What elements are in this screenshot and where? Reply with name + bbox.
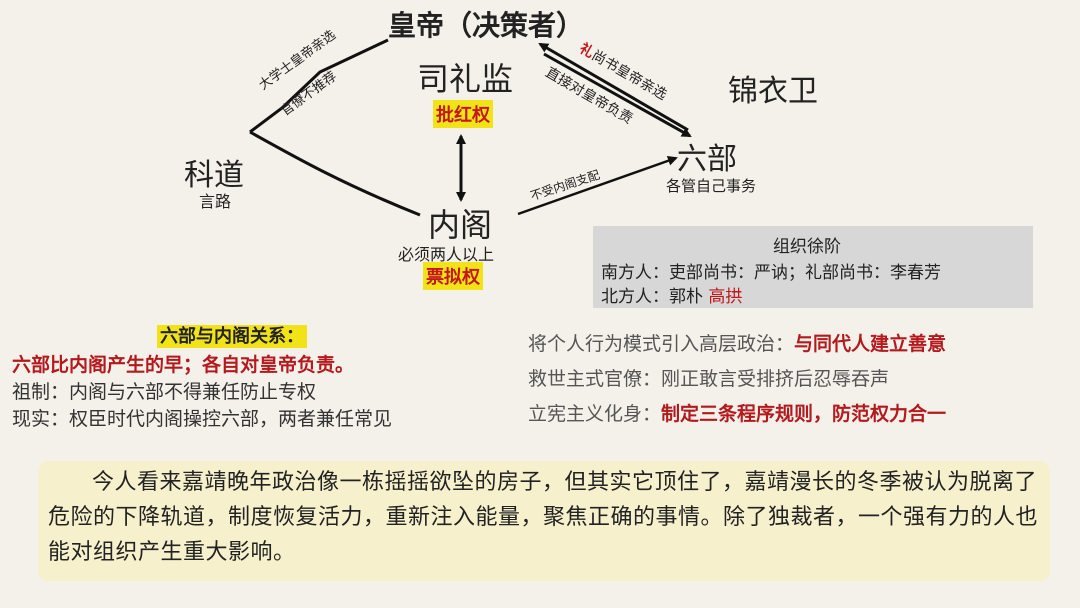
ranks-north: 北方人：郭朴 高拱 [601,282,742,307]
ranks-south: 南方人：吏部尚书：严讷；礼部尚书：李春芳 [601,263,941,283]
ranks-title: 组织徐阶 [773,237,841,257]
right-notes-line1: 将个人行为模式引入高层政治：与同代人建立善意 [528,329,946,356]
kedao-sub: 言路 [199,192,232,211]
right-notes-line3-value: 制定三条程序规则，防范权力合一 [661,403,947,425]
left-notes-line3: 现实：权臣时代内阁操控六部，两者兼任常见 [12,408,393,430]
jinyiwei-node: 锦衣卫 [728,74,818,109]
emperor-node: 皇帝（决策者） [388,9,585,42]
right-notes-line3-label: 立宪主义化身： [528,403,662,425]
left-notes-line1: 六部比内阁产生的早；各自对皇帝负责。 [12,354,355,376]
right-notes-line1-label: 将个人行为模式引入高层政治： [528,333,795,355]
right-notes-line1-value: 与同代人建立善意 [794,333,947,355]
edge-emperor-liubu-a [538,42,689,132]
silijian-power-badge: 批红权 [433,100,493,128]
edge-kedao-neige [249,130,421,217]
neige-sub: 必须两人以上 [398,245,495,264]
silijian-node: 司礼监 [417,60,514,98]
liubu-sub: 各管自己事务 [666,177,757,195]
right-notes-line3: 立宪主义化身：制定三条程序规则，防范权力合一 [528,399,946,426]
left-notes-heading: 六部与内阁关系： [157,322,307,348]
summary-box: 今人看来嘉靖晚年政治像一栋摇摇欲坠的房子，但其实它顶住了，嘉靖漫长的冬季被认为脱… [38,461,1050,581]
ranks-box: 组织徐阶 南方人：吏部尚书：严讷；礼部尚书：李春芳 北方人：郭朴 高拱 [593,226,1033,308]
kedao-node: 科道 [184,158,244,193]
liubu-node: 六部 [677,142,737,177]
summary-paragraph: 今人看来嘉靖晚年政治像一栋摇摇欲坠的房子，但其实它顶住了，嘉靖漫长的冬季被认为脱… [48,470,1039,565]
neige-node: 内阁 [428,206,493,244]
ranks-north-label: 北方人：郭朴 [601,287,703,307]
left-notes-line2: 祖制：内阁与六部不得兼任防止专权 [12,381,317,403]
edge-neige-liubu [517,155,678,216]
left-notes-heading-text: 六部与内阁关系： [157,325,307,348]
neige-power-badge: 票拟权 [423,262,483,290]
ranks-north-highlight: 高拱 [708,287,743,307]
edge-emperor-liubu-b [543,52,692,138]
edge-emperor-kedao [249,38,389,134]
right-notes-line2: 救世主式官僚：刚正敢言受排挤后忍辱吞声 [528,368,890,390]
